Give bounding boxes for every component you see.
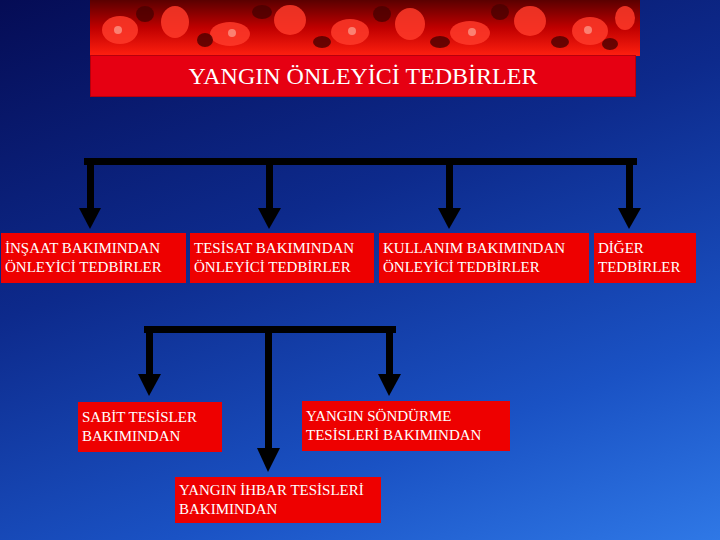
box-label: YANGIN İHBAR TESİSLERİ BAKIMINDAN [179, 481, 377, 519]
category-box: DİĞER TEDBİRLER [594, 233, 696, 283]
box-label: İNŞAAT BAKIMINDAN ÖNLEYİCİ TEDBİRLER [5, 239, 182, 277]
box-label: KULLANIM BAKIMINDAN ÖNLEYİCİ TEDBİRLER [383, 239, 585, 277]
flame-band [90, 0, 640, 56]
category-box: SABİT TESİSLER BAKIMINDAN [78, 402, 222, 452]
category-box: YANGIN SÖNDÜRME TESİSLERİ BAKIMINDAN [302, 401, 510, 451]
box-label: TESİSAT BAKIMINDAN ÖNLEYİCİ TEDBİRLER [194, 239, 370, 277]
box-label: DİĞER TEDBİRLER [598, 239, 692, 277]
category-box: TESİSAT BAKIMINDAN ÖNLEYİCİ TEDBİRLER [190, 233, 374, 283]
category-box: KULLANIM BAKIMINDAN ÖNLEYİCİ TEDBİRLER [379, 233, 589, 283]
diagram-title: YANGIN ÖNLEYİCİ TEDBİRLER [189, 63, 538, 90]
category-box: YANGIN İHBAR TESİSLERİ BAKIMINDAN [175, 477, 381, 523]
category-box: İNŞAAT BAKIMINDAN ÖNLEYİCİ TEDBİRLER [1, 233, 186, 283]
box-label: SABİT TESİSLER BAKIMINDAN [82, 408, 218, 446]
box-label: YANGIN SÖNDÜRME TESİSLERİ BAKIMINDAN [306, 407, 506, 445]
arrow-bars [79, 158, 641, 472]
title-box: YANGIN ÖNLEYİCİ TEDBİRLER [90, 55, 636, 97]
